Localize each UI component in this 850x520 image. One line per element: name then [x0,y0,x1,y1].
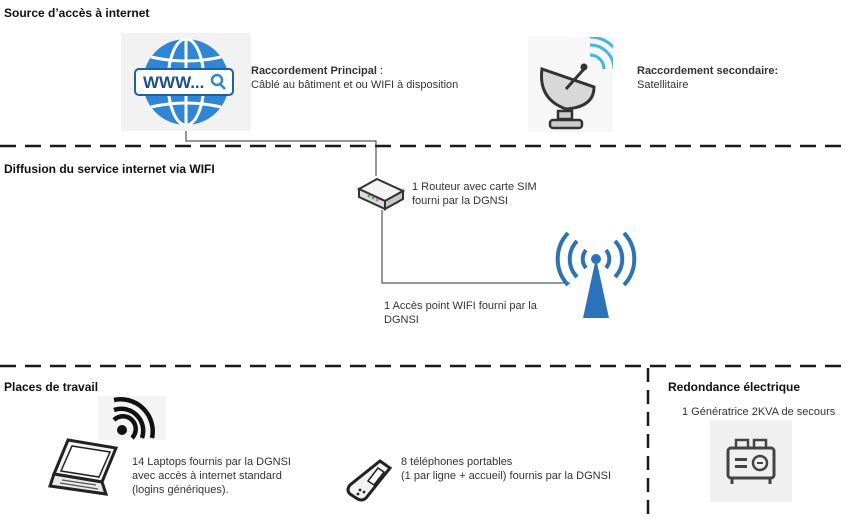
router-text: 1 Routeur avec carte SIM fourni par la D… [412,180,537,208]
phones-line1: 8 téléphones portables [401,456,513,468]
phones-line2: (1 par ligne + accueil) fournis par la D… [401,470,612,482]
generator-icon [710,420,792,502]
wifi-signal-icon [98,396,166,440]
primary-connection-text: Raccordement Principal : Câblé au bâtime… [251,64,458,92]
section-title-diffusion: Diffusion du service internet via WIFI [4,162,215,176]
router-line2: fourni par la DGNSI [412,195,508,207]
primary-desc: Câblé au bâtiment et ou WIFI à dispositi… [251,79,459,91]
router-icon [355,175,407,213]
access-point-line1: 1 Accès point WIFI fourni par la [384,300,537,312]
laptops-line1: 14 Laptops fournis par la DGNSI [132,456,291,468]
secondary-connection-text: Raccordement secondaire: Satellitaire [637,64,778,92]
wifi-antenna-icon [553,230,639,322]
primary-title: Raccordement Principal [251,65,377,77]
cable-router-ap [381,210,570,284]
phones-text: 8 téléphones portables (1 par ligne + ac… [401,455,611,483]
secondary-title: Raccordement secondaire: [637,65,779,77]
globe-www-icon: WWW... [121,33,251,131]
section-title-places: Places de travail [4,380,99,394]
router-line1: 1 Routeur avec carte SIM [412,181,537,193]
www-label: WWW... [143,73,204,92]
mobile-phone-icon [346,458,394,502]
laptops-text: 14 Laptops fournis par la DGNSI avec acc… [132,455,291,497]
access-point-text: 1 Accès point WIFI fourni par la DGNSI [384,299,537,327]
cable-globe-router [185,128,377,176]
laptop-icon [46,436,122,500]
generator-label: 1 Génératrice 2KVA de secours [682,406,836,418]
primary-title-suffix: : [376,65,384,77]
laptops-line3: (logins génériques). [132,484,229,496]
section-title-redondance: Redondance électrique [668,380,801,394]
secondary-desc: Satellitaire [637,79,689,91]
section-title-source: Source d’accès à internet [4,6,150,20]
access-point-line2: DGNSI [384,314,419,326]
laptops-line2: avec accès à internet standard [132,470,282,482]
satellite-dish-icon [528,35,624,132]
